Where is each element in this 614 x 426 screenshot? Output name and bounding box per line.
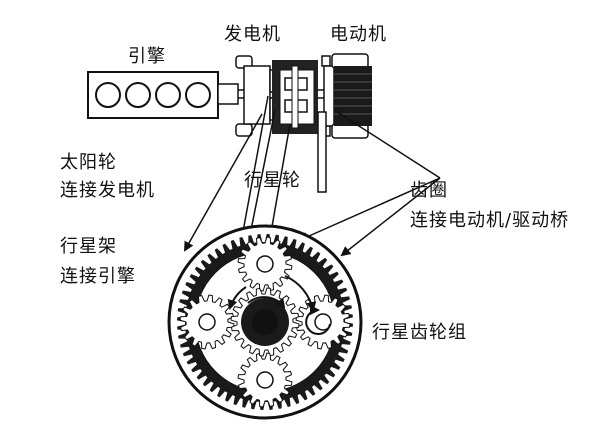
planet-gear-bore [256,255,274,273]
planet-gear-bore [198,313,216,331]
generator-label: 发电机 [224,24,281,45]
gear-set [167,224,363,420]
planet-gear-bore [314,313,332,331]
engine-block [87,71,219,119]
drive-axle [317,111,327,193]
carrier-label: 行星架 [60,236,117,257]
ring-gear-connection-label: 连接电动机/驱动桥 [410,210,570,231]
ring-gear-label: 齿圈 [410,180,448,201]
sun-gear-hub [252,309,278,335]
generator-unit [235,55,285,137]
motor-label: 电动机 [330,24,387,45]
planet-gears [179,236,351,408]
planet-gear-label: 行星轮 [244,170,301,191]
motor-unit [321,53,372,139]
gear-set-label: 行星齿轮组 [372,322,467,343]
planetary-housing [272,60,318,134]
planet-gear-bore [256,371,274,389]
sun-gear-connection-label: 连接发电机 [60,180,155,201]
carrier-connection-label: 连接引擎 [60,266,136,287]
pointer-lines [184,95,441,304]
sun-gear-label: 太阳轮 [60,152,117,173]
rotation-arrows [227,275,331,335]
engine-label: 引擎 [128,46,166,67]
